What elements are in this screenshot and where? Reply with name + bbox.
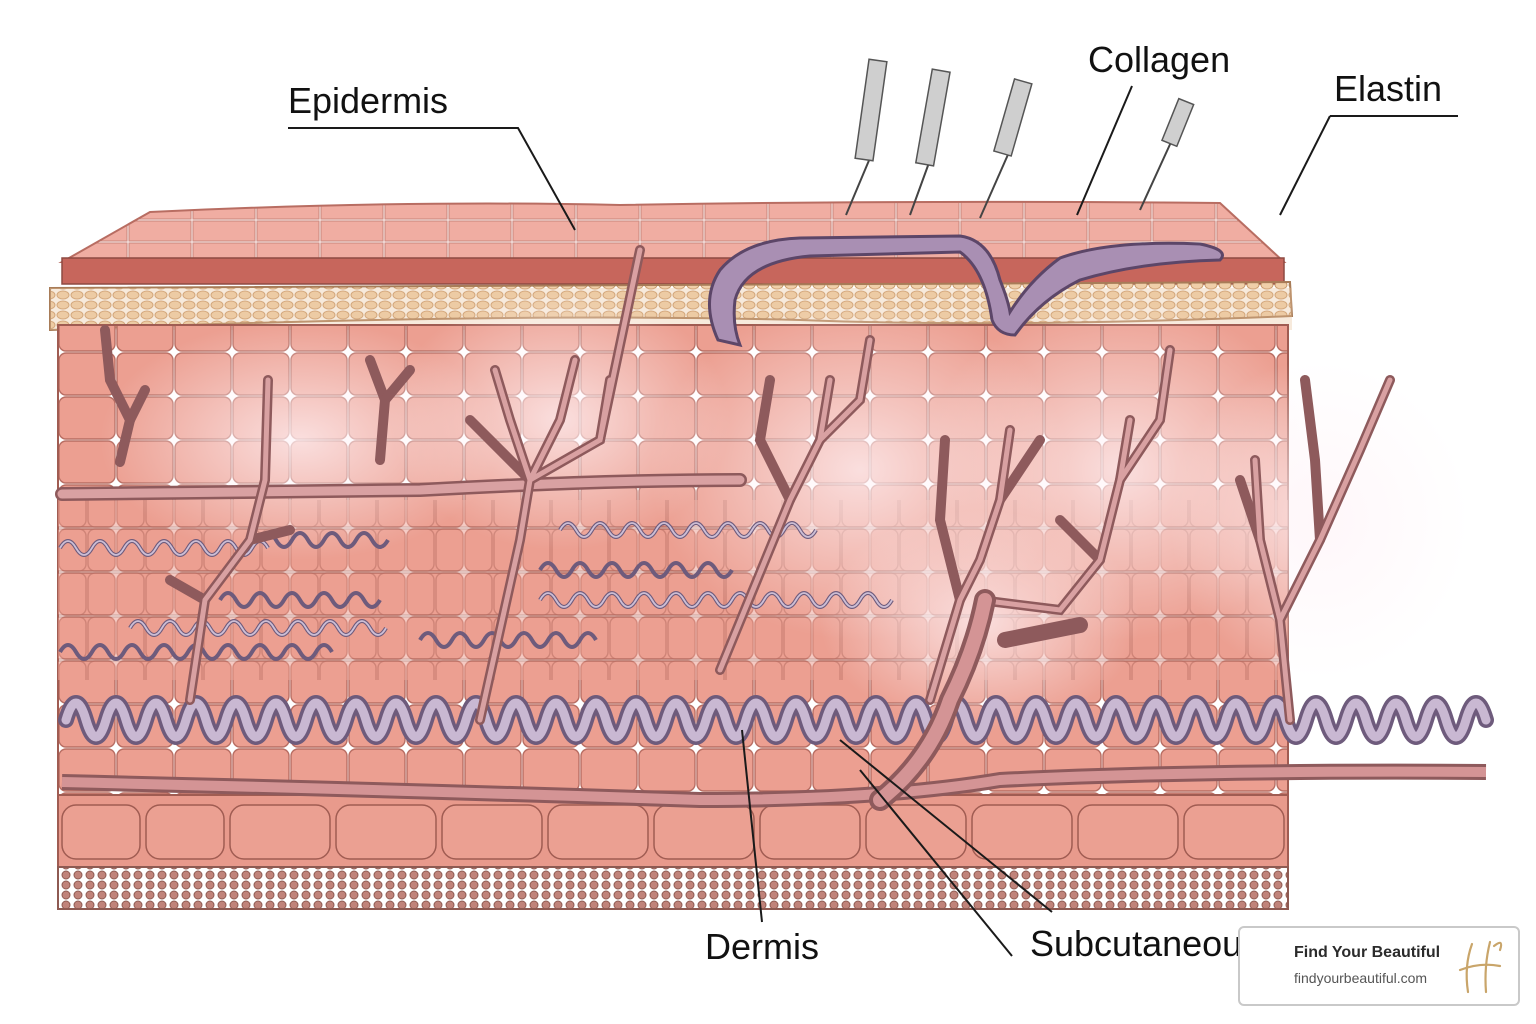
microneedles [845, 58, 1195, 219]
label-epidermis: Epidermis [288, 80, 448, 121]
label-collagen: Collagen [1088, 39, 1230, 80]
capillary-trees [100, 245, 1395, 725]
hair-follicle [708, 234, 1224, 348]
leader-lines [288, 85, 1458, 957]
label-dermis: Dermis [705, 926, 819, 967]
script-h-monogram-icon [1458, 940, 1503, 994]
brand-url[interactable]: findyourbeautiful.com [1294, 970, 1428, 986]
brand-badge[interactable]: Find Your Beautiful findyourbeautiful.co… [1238, 926, 1520, 1006]
fat-layer [57, 866, 1289, 910]
label-elastin: Elastin [1334, 68, 1442, 109]
label-subcutaneous: Subcutaneous [1030, 923, 1260, 964]
brand-title: Find Your Beautiful [1294, 944, 1441, 961]
